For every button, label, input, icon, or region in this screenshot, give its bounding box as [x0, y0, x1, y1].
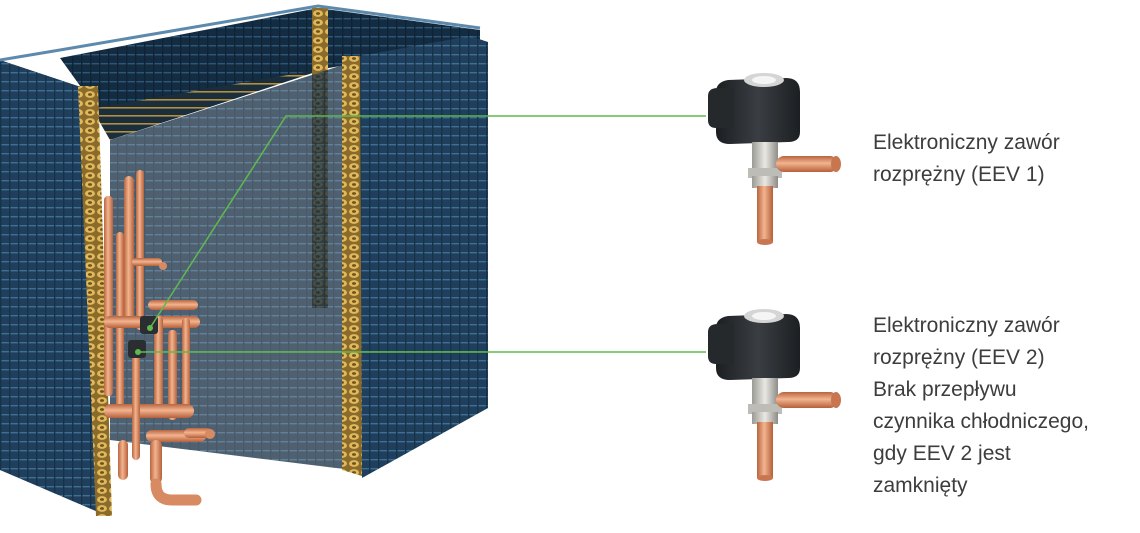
callout-eev2-line: Brak przepływu: [873, 378, 1017, 401]
callout-eev2-line: czynnika chłodniczego,: [873, 410, 1089, 433]
callout-eev2-line: zamknięty: [873, 474, 968, 497]
callout-eev1: Elektroniczny zawór rozprężny (EEV 1): [873, 127, 1060, 191]
callout-eev2-line: rozprężny (EEV 2): [873, 346, 1045, 369]
callout-eev1-line: rozprężny (EEV 1): [873, 163, 1045, 186]
heat-exchanger-coil: [0, 4, 488, 516]
coil-left-face: [0, 60, 98, 512]
leader-dot-eev1: [147, 325, 153, 331]
leader-lines: [135, 115, 706, 355]
coil-left-tubes: [78, 86, 112, 516]
callout-eev2: Elektroniczny zawór rozprężny (EEV 2) Br…: [873, 310, 1089, 502]
leader-line-eev1: [149, 115, 706, 329]
callout-eev2-line: Elektroniczny zawór: [873, 314, 1060, 337]
callout-eev1-line: Elektroniczny zawór: [873, 131, 1060, 154]
coil-right-face: [360, 36, 488, 478]
coil-right-tubes: [342, 56, 362, 476]
valve-icon-eev1: [708, 73, 841, 245]
coil-back-wall: [60, 8, 480, 150]
coil-top-edge: [0, 4, 481, 62]
callout-eev2-line: gdy EEV 2 jest: [873, 442, 1011, 465]
valve-icon-eev2: [708, 309, 841, 481]
leader-dot-eev2: [135, 349, 141, 355]
